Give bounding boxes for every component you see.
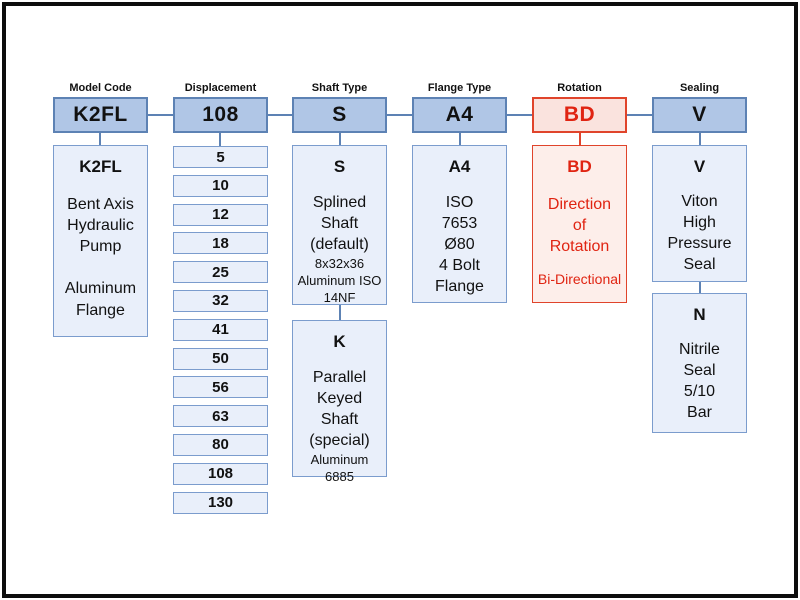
detail-body-shaft-s: Splined Shaft (default) [310,194,369,254]
detail-body-flange-a4: ISO 7653 Ø80 4 Bolt Flange [435,194,484,296]
detail-code-shaft-k: K [333,332,346,351]
detail-code-rotation-bd: BD [567,157,592,176]
top-box-model-code: K2FL [53,97,148,133]
displacement-option: 50 [173,347,268,370]
detail-note-shaft-k: Aluminum 6885 [310,452,369,485]
detail-body-rotation-bd: Direction of Rotation [547,196,612,256]
top-box-flange-type: A4 [412,97,507,133]
detail-code-seal-n: N [693,305,706,324]
connector-h-flange-rotation [507,114,532,116]
connector-v-sealing [699,133,701,145]
model-code-value: K2FL [73,103,128,126]
detail-body-seal-n: Nitrile Seal 5/10 Bar [679,341,720,422]
connector-h-displacement-shaft [268,114,292,116]
detail-body-seal-v: Viton High Pressure Seal [667,193,732,274]
column-header-displacement: Displacement [184,82,257,94]
column-header-rotation: Rotation [557,82,602,94]
detail-body-shaft-k: Parallel Keyed Shaft (special) [309,369,370,450]
detail-box-seal-v: V Viton High Pressure Seal [652,145,747,282]
detail-note-rotation-bd: Bi-Directional [537,271,622,288]
displacement-option: 12 [173,203,268,226]
displacement-option: 5 [173,146,268,168]
detail-box-rotation-bd: BD Direction of Rotation Bi-Directional [532,145,627,303]
top-box-sealing: V [652,97,747,133]
connector-h-shaft-flange [387,114,412,116]
displacement-option: 80 [173,433,268,456]
displacement-option: 63 [173,405,268,428]
detail-body-k2fl: Bent Axis Hydraulic Pump Aluminum Flange [64,196,137,319]
rotation-value: BD [563,103,596,126]
connector-v-displacement [219,133,221,146]
detail-box-shaft-s: S Splined Shaft (default) 8x32x36 Alumin… [292,145,387,305]
shaft-type-value: S [332,103,347,126]
displacement-option: 18 [173,232,268,255]
connector-h-rotation-sealing [627,114,652,116]
displacement-option: 41 [173,318,268,341]
column-header-sealing: Sealing [679,82,720,94]
top-box-rotation: BD [532,97,627,133]
connector-v-flange [459,133,461,145]
displacement-option: 32 [173,289,268,312]
detail-box-seal-n: N Nitrile Seal 5/10 Bar [652,293,747,433]
column-header-model-code: Model Code [69,82,132,94]
connector-h-modelcode-displacement [148,114,173,116]
connector-v-rotation [579,133,581,145]
connector-v-shaft-s-to-k [339,305,341,320]
displacement-option: 25 [173,261,268,284]
displacement-option: 10 [173,174,268,197]
sealing-value: V [692,103,707,126]
displacement-value: 108 [202,103,239,126]
detail-code-k2fl: K2FL [79,157,122,176]
detail-code-shaft-s: S [333,157,346,176]
displacement-option: 56 [173,376,268,399]
detail-code-seal-v: V [693,157,706,176]
flange-type-value: A4 [445,103,474,126]
top-box-shaft-type: S [292,97,387,133]
detail-code-flange-a4: A4 [448,157,471,176]
detail-box-shaft-k: K Parallel Keyed Shaft (special) Aluminu… [292,320,387,484]
connector-v-model-code [99,133,101,145]
column-header-flange-type: Flange Type [427,82,492,94]
displacement-options-list: 5 10 12 18 25 32 41 50 56 63 80 108 130 [173,146,268,514]
detail-box-k2fl: K2FL Bent Axis Hydraulic Pump Aluminum F… [53,145,148,337]
displacement-option: 108 [173,462,268,485]
connector-v-seal-v-to-n [699,282,701,293]
displacement-option: 130 [173,491,268,514]
connector-v-shaft [339,133,341,145]
detail-box-flange-a4: A4 ISO 7653 Ø80 4 Bolt Flange [412,145,507,303]
top-box-displacement: 108 [173,97,268,133]
column-header-shaft-type: Shaft Type [311,82,368,94]
detail-note-shaft-s: 8x32x36 Aluminum ISO 14NF [297,256,382,306]
